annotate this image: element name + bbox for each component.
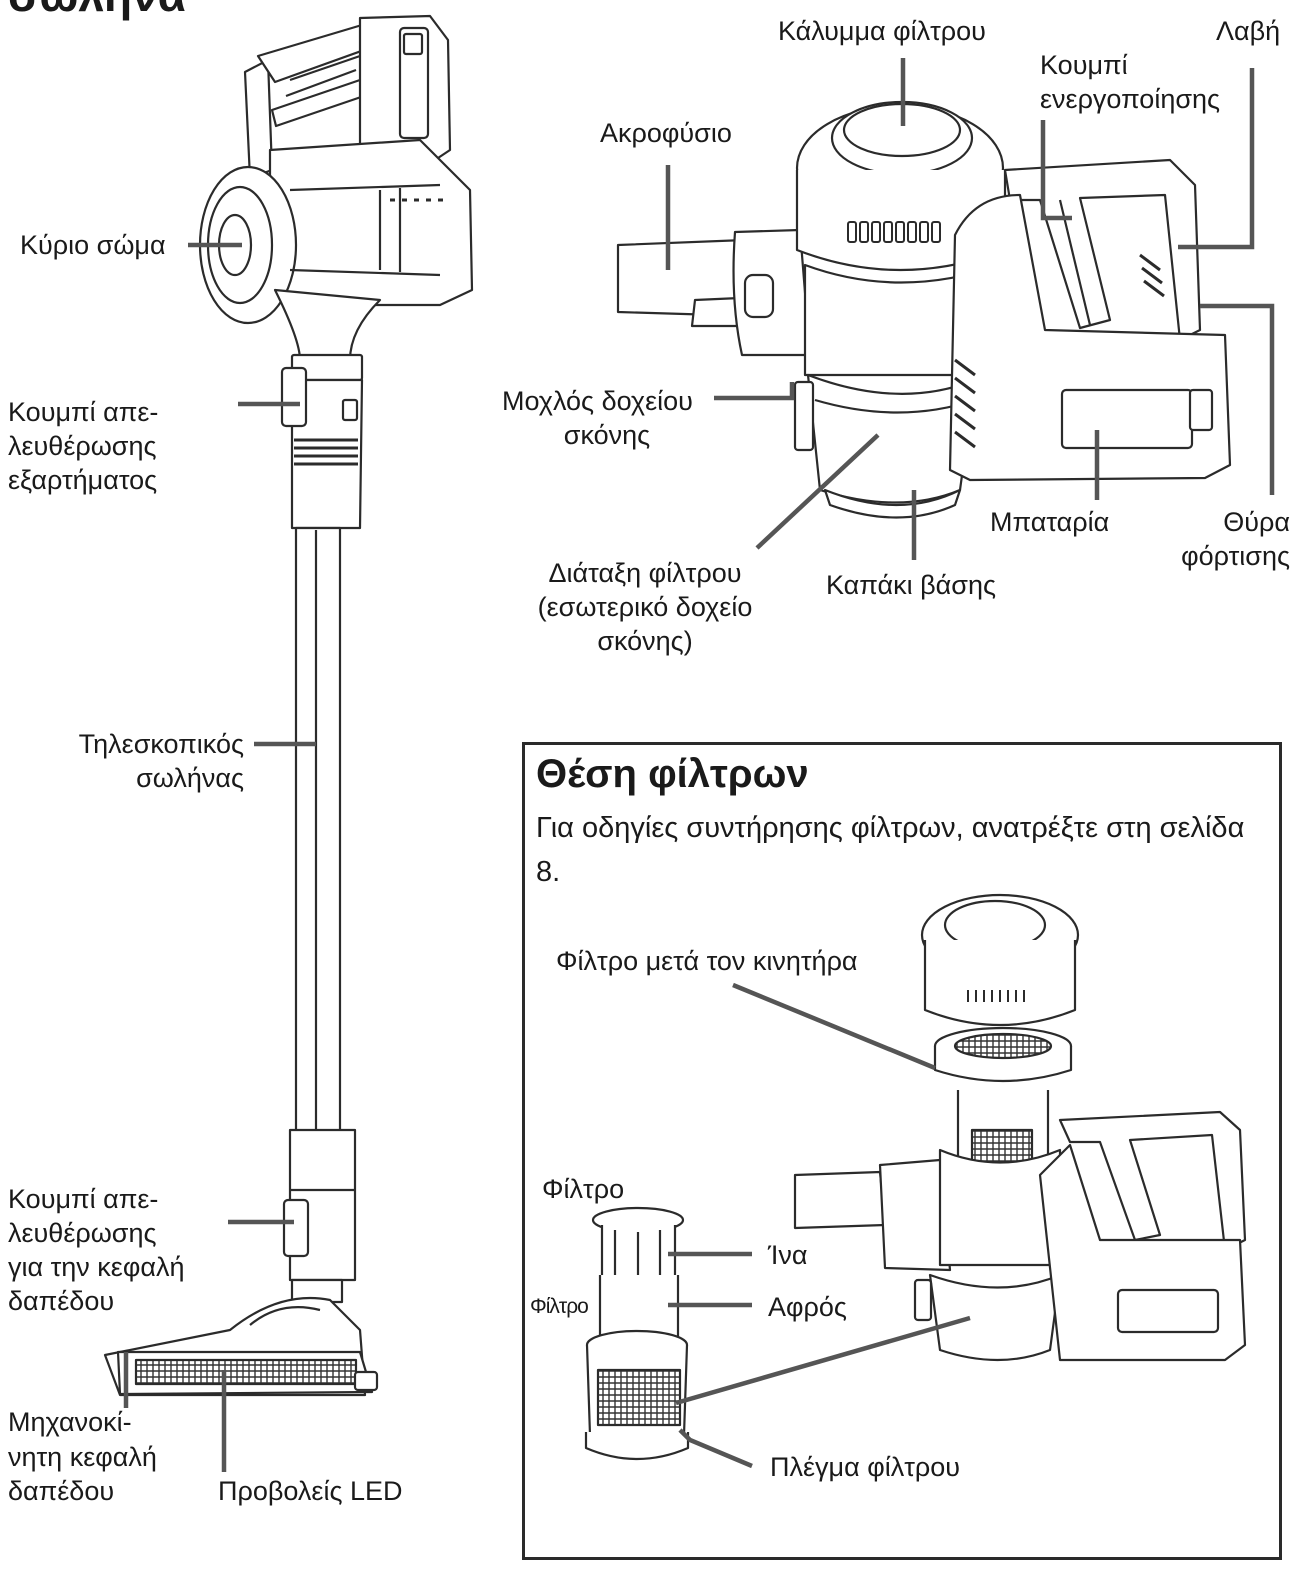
filter-box-title: Θέση φίλτρων: [536, 752, 809, 796]
filter-location-box: [522, 742, 1282, 1560]
label-filter-side: Φίλτρο: [530, 1295, 589, 1318]
label-post-motor-filter: Φίλτρο μετά τον κινητήρα: [556, 946, 858, 976]
label-fiber: Ίνα: [768, 1240, 808, 1270]
label-battery: Μπαταρία: [990, 507, 1110, 537]
label-motor-head-2: νητη κεφαλή: [8, 1442, 157, 1472]
label-bin-lever-2: σκόνης: [563, 420, 651, 450]
label-filter-arrangement-3: σκόνης): [597, 626, 693, 656]
label-telescopic-2: σωλήνας: [136, 763, 244, 793]
label-power-button-1: Κουμπί: [1040, 50, 1128, 80]
filter-box-description: Για οδηγίες συντήρησης φίλτρων, ανατρέξτ…: [536, 812, 1245, 888]
label-handle: Λαβή: [1216, 16, 1281, 46]
label-nozzle: Ακροφύσιο: [600, 118, 732, 148]
label-foam: Αφρός: [768, 1292, 847, 1322]
label-telescopic-1: Τηλεσκοπικός: [78, 729, 244, 759]
label-base-cap: Καπάκι βάσης: [826, 570, 996, 600]
label-filter-arrangement-2: (εσωτερικό δοχείο: [537, 592, 753, 622]
label-floor-release-4: δαπέδου: [8, 1286, 115, 1316]
label-floor-release-2: λευθέρωσης: [8, 1218, 157, 1248]
label-floor-release-3: για την κεφαλή: [8, 1252, 185, 1282]
label-main-body: Κύριο σώμα: [20, 230, 166, 260]
label-attachment-release-1: Κουμπί απε-: [8, 397, 159, 427]
label-attachment-release-3: εξαρτήματος: [8, 465, 158, 495]
label-filter-mesh: Πλέγμα φίλτρου: [770, 1452, 961, 1482]
handheld-unit-illustration: [616, 100, 1232, 519]
label-attachment-release-2: λευθέρωσης: [8, 431, 157, 461]
filter-exploded-illustration: [584, 893, 1247, 1461]
label-filter-arrangement-1: Διάταξη φίλτρου: [548, 558, 742, 588]
stick-vacuum-illustration: [103, 14, 474, 1397]
label-charge-port-2: φόρτισης: [1181, 541, 1290, 571]
label-filter-top: Φίλτρο: [542, 1174, 625, 1204]
label-power-button-2: ενεργοποίησης: [1040, 84, 1221, 114]
label-filter-cover: Κάλυμμα φίλτρου: [778, 16, 986, 46]
label-motor-head-1: Μηχανοκί-: [8, 1407, 132, 1437]
label-bin-lever-1: Μοχλός δοχείου: [502, 386, 693, 416]
label-led: Προβολείς LED: [218, 1476, 403, 1506]
label-floor-release-1: Κουμπί απε-: [8, 1184, 159, 1214]
label-motor-head-3: δαπέδου: [8, 1476, 115, 1506]
page-title: σωλήνα: [8, 0, 186, 22]
label-charge-port-1: Θύρα: [1223, 507, 1290, 537]
